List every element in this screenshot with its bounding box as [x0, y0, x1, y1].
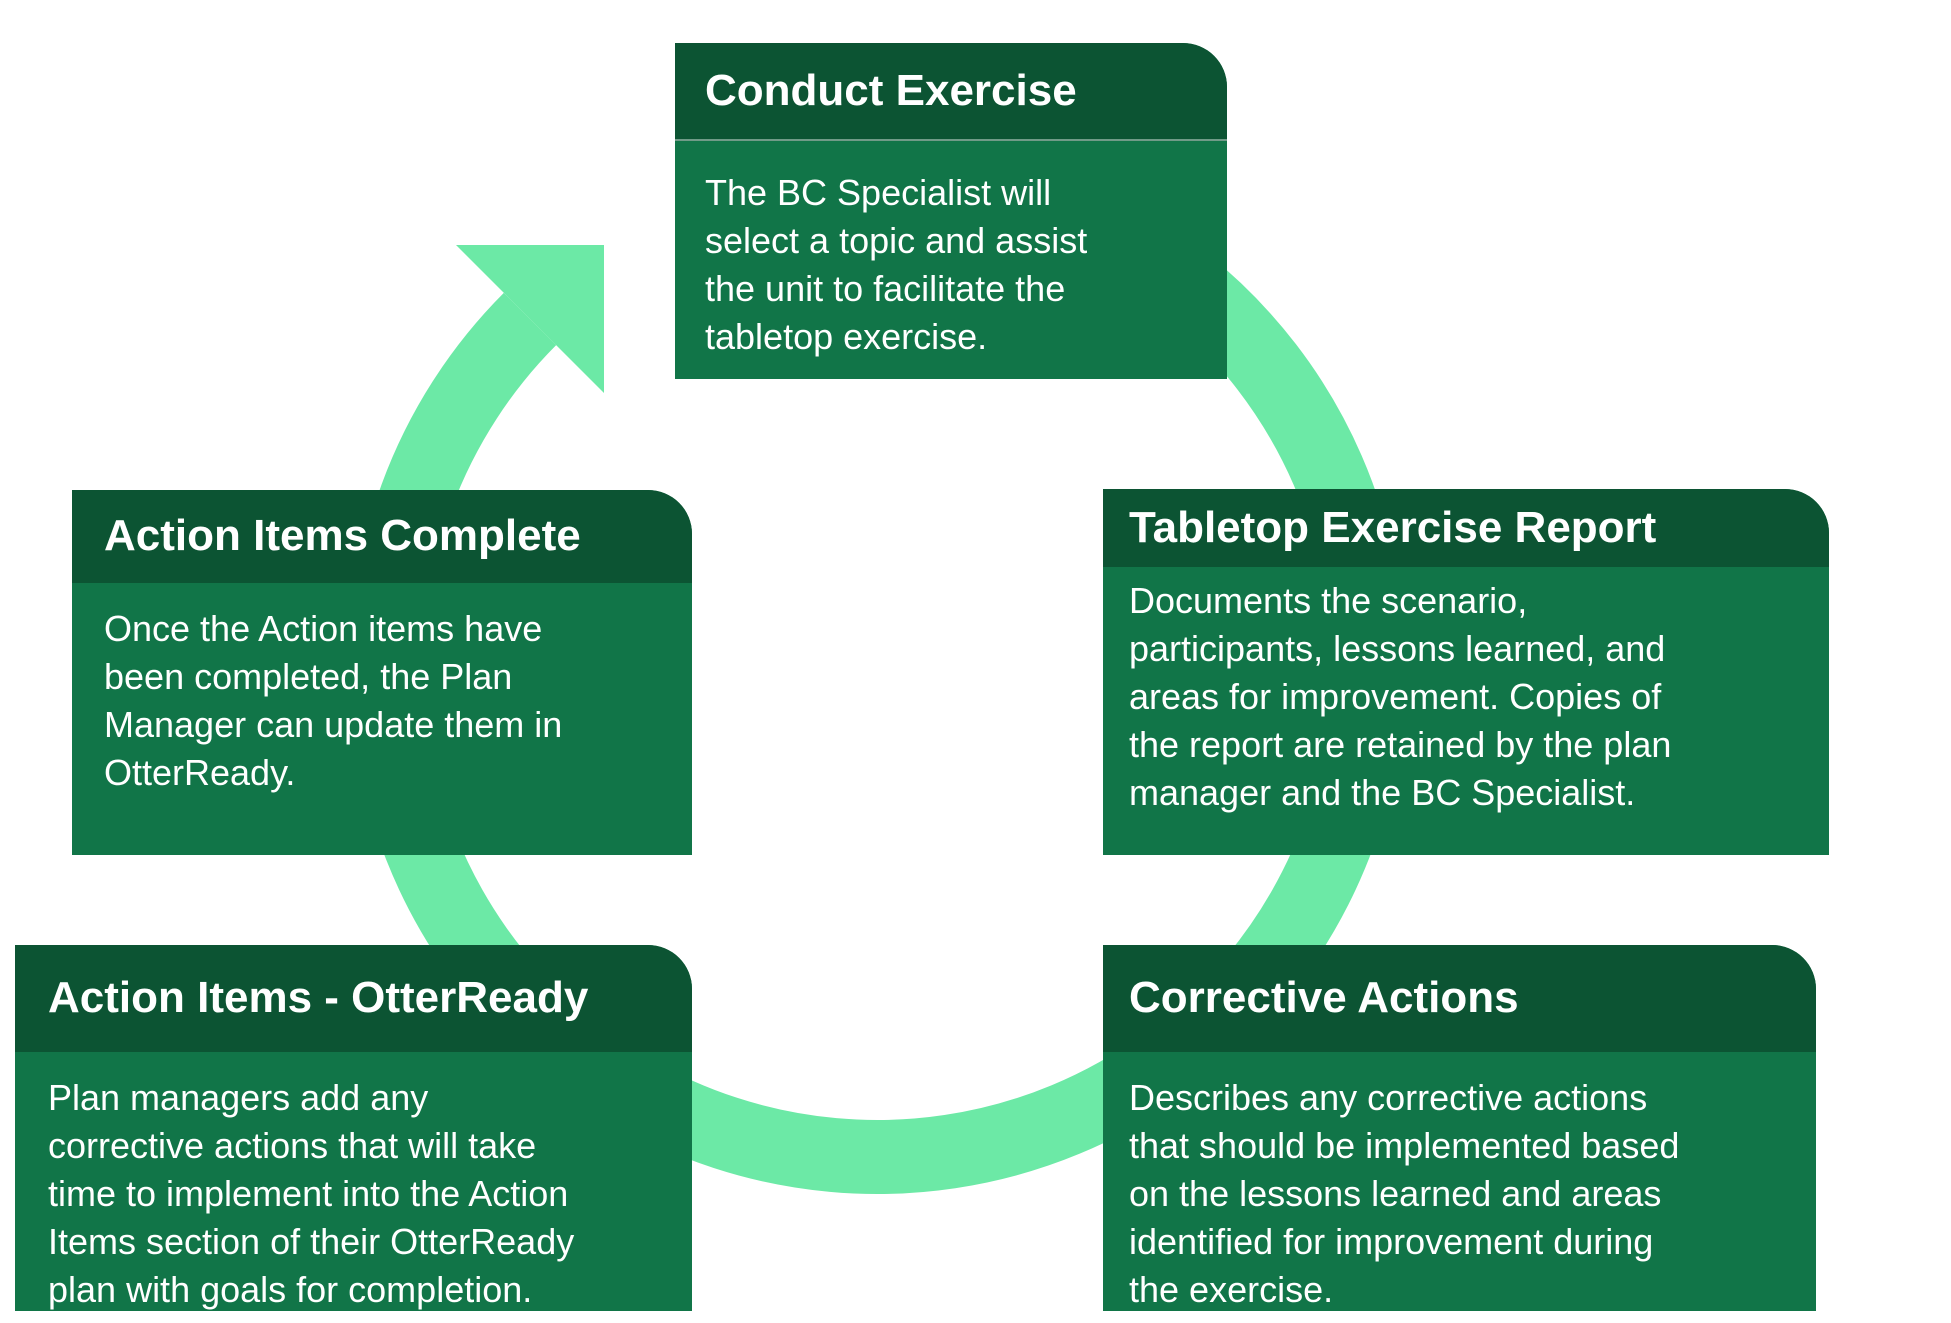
card-header: Conduct Exercise [675, 43, 1227, 141]
card-body-text: Once the Action items have been complete… [104, 608, 563, 793]
card-conduct-exercise: Conduct Exercise The BC Specialist will … [675, 43, 1227, 379]
card-title: Tabletop Exercise Report [1129, 502, 1657, 552]
card-header: Action Items - OtterReady [15, 945, 692, 1052]
card-header: Tabletop Exercise Report [1103, 489, 1829, 567]
card-corrective-actions: Corrective Actions Describes any correct… [1103, 945, 1816, 1311]
card-body-text: The BC Specialist will select a topic an… [705, 172, 1088, 357]
card-header: Corrective Actions [1103, 945, 1816, 1052]
card-title: Conduct Exercise [705, 65, 1077, 115]
card-body-text: Documents the scenario, participants, le… [1129, 580, 1672, 813]
card-title: Action Items Complete [104, 511, 581, 561]
card-action-items-otterready: Action Items - OtterReady Plan managers … [15, 945, 692, 1311]
card-header: Action Items Complete [72, 490, 692, 583]
card-tabletop-exercise-report: Tabletop Exercise Report Documents the s… [1103, 489, 1829, 855]
card-action-items-complete: Action Items Complete Once the Action it… [72, 490, 692, 855]
card-title: Action Items - OtterReady [48, 973, 589, 1023]
card-title: Corrective Actions [1129, 973, 1519, 1023]
card-body-text: Describes any corrective actions that sh… [1129, 1077, 1680, 1310]
clockwise-arrow-icon [456, 245, 604, 393]
card-body-text: Plan managers add any corrective actions… [48, 1077, 575, 1310]
